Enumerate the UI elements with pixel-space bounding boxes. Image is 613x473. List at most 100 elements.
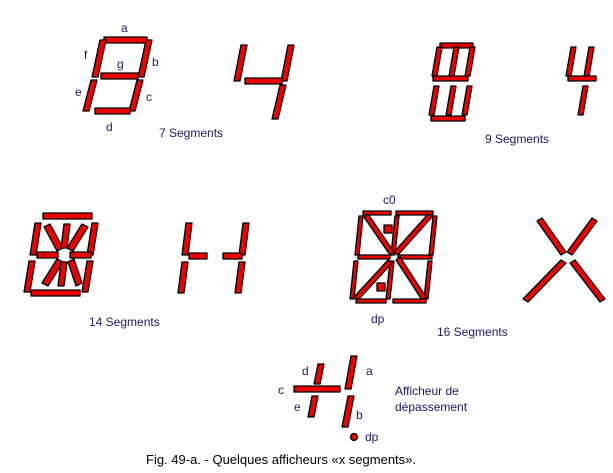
seven-segment-eight	[82, 36, 153, 115]
seg14-vl	[57, 261, 68, 287]
seg16-br	[392, 298, 427, 304]
seg16-dot-upper	[383, 224, 393, 234]
seg7-g	[100, 72, 139, 80]
seven-segment-four	[233, 44, 295, 120]
label-seg7-f: f	[84, 48, 88, 62]
sixteen-segment-full	[349, 210, 438, 304]
seg9-lm	[445, 85, 457, 116]
label-ovf-b: b	[356, 408, 363, 422]
title-seven-segments: 7 Segments	[159, 126, 223, 140]
sixteen-segment-x	[522, 217, 606, 303]
seg16-dlr	[395, 256, 427, 301]
label-seg16-dp: dp	[371, 312, 385, 326]
seg14b-ur	[238, 222, 250, 256]
nine-segment-full	[428, 42, 476, 122]
seg14b-ll	[177, 261, 189, 294]
seg14-ur	[86, 222, 99, 256]
label-seg7-b: b	[152, 55, 159, 69]
seg16b-dll	[522, 259, 567, 303]
ovf-d	[313, 363, 325, 385]
label-ovf-e: e	[294, 400, 301, 414]
seg16-ml	[357, 254, 391, 260]
seg14-bot	[30, 289, 81, 297]
seg9-lr	[461, 85, 473, 116]
fourteen-segment-four	[177, 222, 250, 294]
seg9b-lm	[577, 85, 589, 116]
seg14b-ml	[188, 252, 208, 260]
seg14b-lr	[234, 261, 246, 294]
label-seg7-a: a	[121, 21, 128, 35]
figure-caption: Fig. 49-a. - Quelques afficheurs «x segm…	[146, 452, 416, 467]
seg7-c	[128, 79, 144, 112]
seg14-top	[42, 212, 93, 220]
seg7-e	[82, 79, 98, 112]
label-ovf-c: c	[278, 383, 284, 397]
seg9-um	[448, 46, 460, 77]
seg7b-g	[244, 77, 283, 85]
seg16-lm	[385, 260, 395, 300]
seg9-mid	[432, 75, 469, 82]
title-nine-segments: 9 Segments	[485, 132, 549, 146]
ovf-e	[307, 395, 319, 418]
seg7-b	[137, 39, 153, 78]
label-seg7-d: d	[106, 120, 113, 134]
label-seg7-c: c	[146, 90, 152, 104]
seg16-lr	[423, 260, 433, 300]
seg14-dur	[66, 223, 89, 252]
ovf-b	[341, 395, 355, 428]
seg9b-ul	[565, 46, 577, 77]
label-seg7-e: e	[75, 85, 82, 99]
title-overflow-line2: dépassement	[395, 400, 468, 414]
seg7-d	[94, 107, 131, 115]
seg14-dlr	[67, 258, 83, 287]
seg16b-dlr	[569, 259, 606, 303]
seg16-tl	[362, 210, 392, 216]
seg7-f	[91, 39, 107, 78]
label-ovf-dp: dp	[365, 430, 379, 444]
seg7-a	[103, 36, 148, 44]
seg14b-mr	[222, 252, 243, 260]
seg14-ll	[23, 260, 36, 293]
seg16-tr	[395, 210, 434, 216]
title-overflow-line1: Afficheur de	[395, 384, 459, 398]
seg16-dur	[393, 213, 433, 256]
seg16-ur	[428, 215, 438, 256]
label-seg16-c0: c0	[383, 193, 396, 207]
seg14-ul	[29, 222, 42, 256]
seg7b-b	[280, 44, 295, 82]
seg9-ul	[431, 46, 443, 77]
seg14-dul	[43, 223, 64, 252]
seg14-ml	[36, 251, 59, 259]
seg16-dot-lower	[376, 282, 386, 292]
fourteen-segment-full	[23, 212, 99, 297]
title-sixteen-segments: 16 Segments	[437, 325, 508, 339]
seg9-ll	[428, 85, 440, 116]
seg9b-ur	[583, 46, 595, 77]
seg9b-mid	[567, 75, 597, 82]
seg7b-f	[233, 44, 248, 82]
ovf-a	[344, 355, 358, 390]
seg16-ul	[354, 215, 364, 256]
seg9-ur	[464, 46, 476, 77]
seg16-dul	[363, 213, 395, 256]
nine-segment-four	[565, 46, 597, 116]
seg14b-ul	[181, 222, 193, 256]
ovf-dp	[349, 432, 359, 442]
seg16b-dul	[536, 217, 567, 256]
seg14-lr	[81, 260, 94, 293]
ovf-c	[293, 385, 341, 393]
title-fourteen-segments: 14 Segments	[89, 315, 160, 329]
seg16-um	[390, 215, 400, 256]
label-seg7-g: g	[117, 57, 124, 71]
label-ovf-d: d	[302, 364, 309, 378]
seg16-bl	[355, 298, 387, 304]
seg14-mr	[69, 251, 92, 259]
seg7b-c	[271, 84, 287, 120]
seg9-bot	[430, 115, 466, 122]
seg16-mr	[397, 254, 433, 260]
seg16b-dur	[566, 217, 598, 256]
seg16-ll	[349, 260, 359, 300]
seg14-dll	[41, 258, 64, 287]
label-ovf-a: a	[366, 364, 373, 378]
